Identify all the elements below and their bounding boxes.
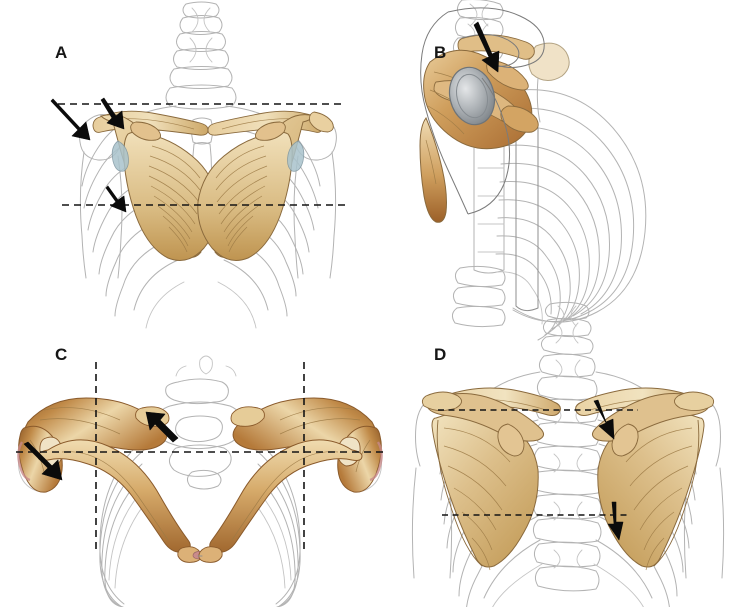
scapula-contour-trace <box>420 7 545 215</box>
inferior-angle-arrow <box>105 185 127 213</box>
panel-b-lateral: B <box>400 0 731 341</box>
scapula-right <box>197 111 334 261</box>
clavicle-left <box>37 439 205 563</box>
superior-angle-arrow <box>593 399 615 440</box>
panel-a-anterior: A <box>0 0 400 330</box>
scapular-spine-arrow <box>145 411 179 443</box>
acromion-arrow <box>50 98 91 141</box>
reference-lines-panel-c <box>16 362 384 552</box>
cervical-spine <box>540 301 594 355</box>
panel-c-illustration <box>16 355 384 607</box>
thoracic-spine <box>532 353 602 592</box>
scapula-right <box>592 391 715 571</box>
panel-b-illustration <box>419 0 647 341</box>
reference-lines-panel-d <box>438 409 638 516</box>
inferior-angle-arrow <box>607 501 624 541</box>
panel-c-superior: C <box>0 300 400 607</box>
superior-angle-arrow <box>100 97 125 130</box>
scapula-left <box>421 391 544 571</box>
panel-label-d: D <box>434 345 447 364</box>
humerus <box>528 42 570 123</box>
glenoid <box>448 66 496 126</box>
cervical-spine <box>165 1 237 110</box>
clavicle-arrow <box>473 21 500 73</box>
glenoid-arrow <box>23 441 63 481</box>
panel-label-b: B <box>434 43 447 62</box>
panel-label-c: C <box>55 345 68 364</box>
scapula-left <box>100 114 219 261</box>
panel-d-illustration <box>411 301 725 607</box>
clavicle <box>457 34 535 60</box>
clavicle-right <box>198 439 363 563</box>
panel-label-a: A <box>55 43 68 62</box>
vertebra-t1 <box>155 355 243 490</box>
panel-a-illustration <box>50 1 348 329</box>
panel-d-posterior: D <box>400 300 731 607</box>
